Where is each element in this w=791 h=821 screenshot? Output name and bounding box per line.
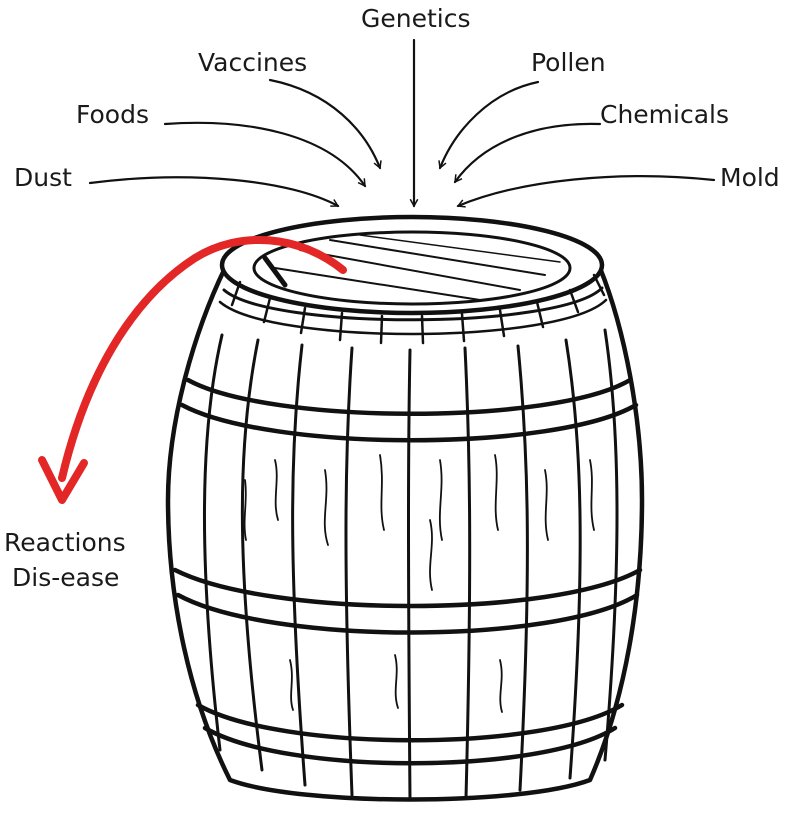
foods-label: Foods — [76, 100, 149, 129]
overflow-arrow — [38, 236, 347, 504]
foods-arrow — [163, 121, 367, 186]
dust-arrow — [88, 176, 338, 208]
barrel-icon — [165, 214, 645, 802]
reactions-label: Reactions — [4, 528, 126, 557]
disease-label: Dis-ease — [12, 563, 120, 592]
input-arrows — [88, 38, 716, 208]
vaccines-arrow — [268, 78, 380, 168]
chemicals-arrow — [453, 122, 602, 182]
mold-label: Mold — [720, 163, 780, 192]
pollen-arrow — [440, 80, 540, 168]
vaccines-label: Vaccines — [198, 48, 308, 77]
genetics-label: Genetics — [361, 4, 471, 33]
pollen-label: Pollen — [531, 48, 606, 77]
mold-arrow — [458, 175, 716, 206]
chemicals-label: Chemicals — [600, 100, 730, 129]
dust-label: Dust — [14, 163, 72, 192]
